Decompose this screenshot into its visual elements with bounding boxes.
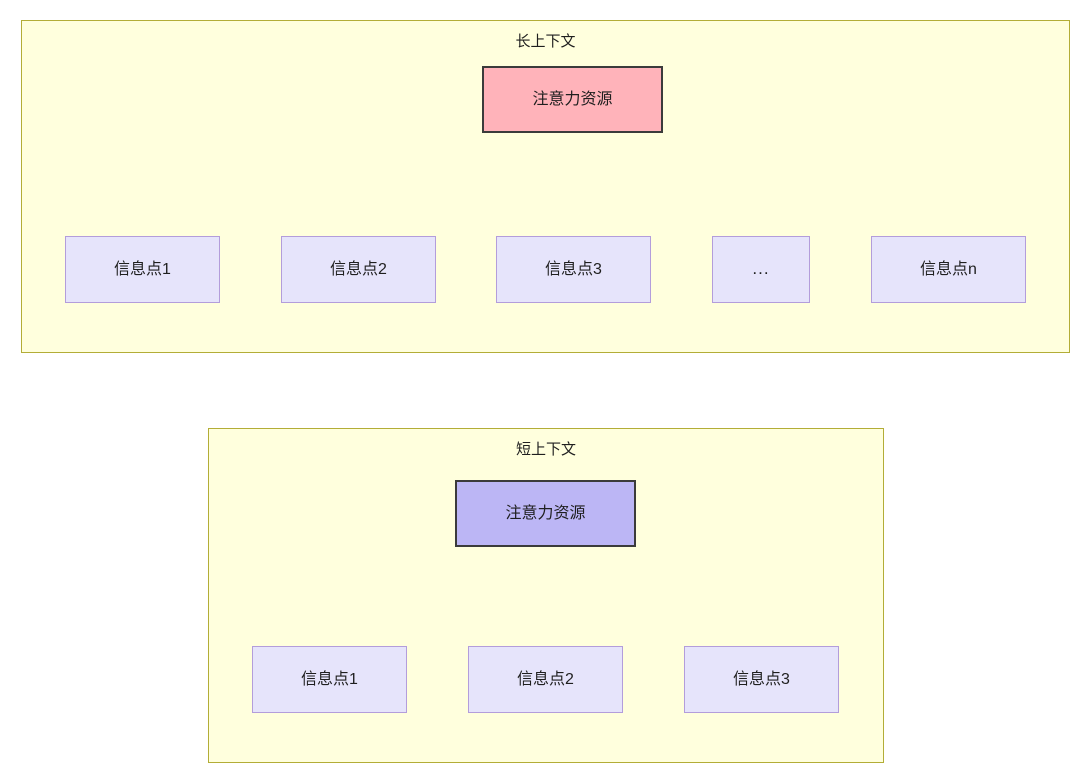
node-attention-short[interactable]: 注意力资源: [455, 480, 636, 547]
node-info-n[interactable]: 信息点n: [871, 236, 1026, 303]
node-attention-long[interactable]: 注意力资源: [482, 66, 663, 133]
node-info-s3[interactable]: 信息点3: [684, 646, 839, 713]
node-info-ellipsis[interactable]: ...: [712, 236, 810, 303]
node-info-s1[interactable]: 信息点1: [252, 646, 407, 713]
node-info-2[interactable]: 信息点2: [281, 236, 436, 303]
group-title-short-context: 短上下文: [515, 441, 576, 458]
group-title-long-context: 长上下文: [515, 33, 576, 50]
node-info-3[interactable]: 信息点3: [496, 236, 651, 303]
node-info-s2[interactable]: 信息点2: [468, 646, 623, 713]
node-info-1[interactable]: 信息点1: [65, 236, 220, 303]
